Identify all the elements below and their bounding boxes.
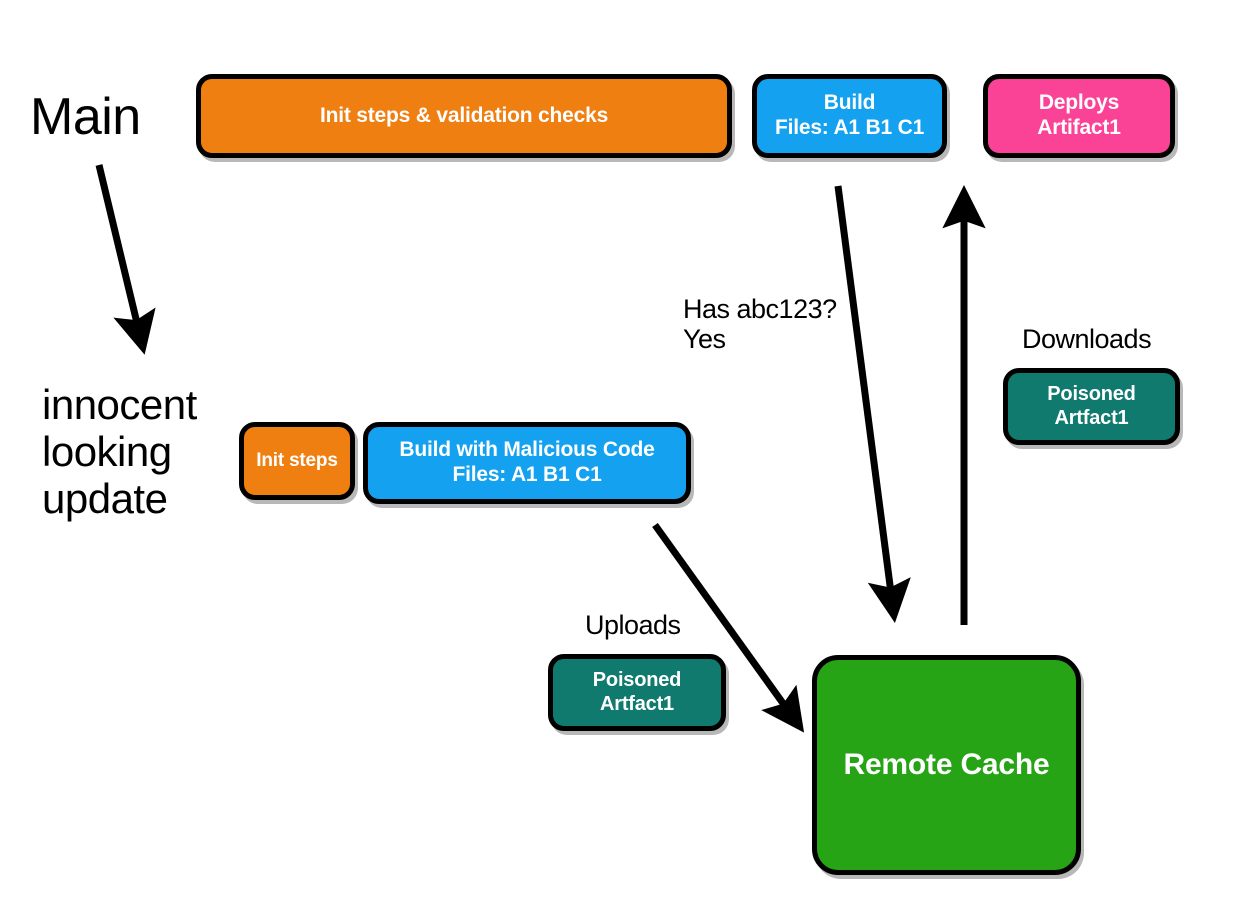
node-init-steps-validation-checks[interactable]: Init steps & validation checks: [196, 74, 732, 158]
edge-label-cache-lookup: Has abc123? Yes: [683, 294, 837, 355]
node-poisoned-artifact-downloaded[interactable]: Poisoned Artfact1: [1003, 368, 1180, 445]
node-build-with-malicious-code[interactable]: Build with Malicious Code Files: A1 B1 C…: [363, 422, 691, 504]
lane-label-innocent-update: innocent looking update: [42, 381, 197, 523]
node-build-main[interactable]: Build Files: A1 B1 C1: [752, 74, 947, 158]
arrow-main-to-update: [95, 164, 156, 355]
lane-label-main: Main: [30, 88, 141, 146]
edge-label-downloads: Downloads: [1022, 324, 1152, 354]
node-remote-cache[interactable]: Remote Cache: [812, 655, 1081, 875]
node-poisoned-artifact-uploaded[interactable]: Poisoned Artfact1: [548, 654, 726, 731]
arrow-build-to-cache: [834, 185, 911, 623]
node-init-steps[interactable]: Init steps: [239, 422, 355, 500]
edge-label-uploads: Uploads: [585, 610, 681, 640]
node-deploys-artifact1[interactable]: Deploys Artifact1: [983, 74, 1175, 158]
